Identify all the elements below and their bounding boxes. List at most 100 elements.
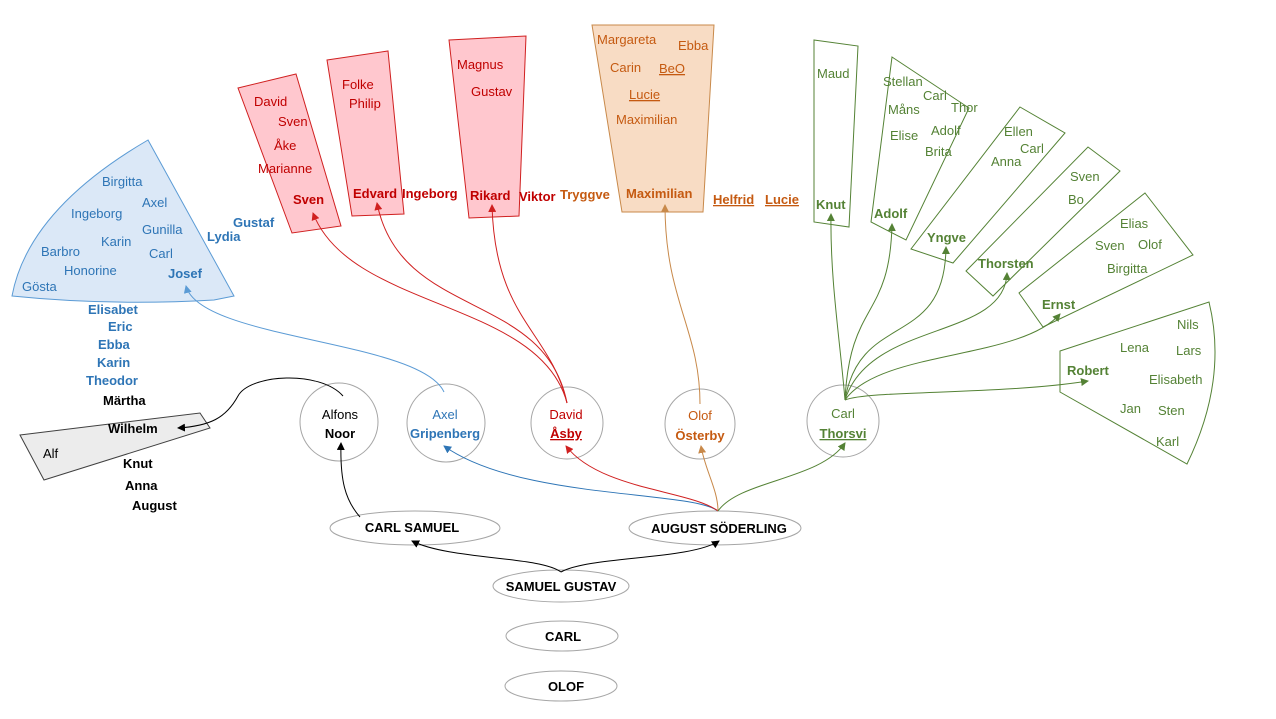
osterby-child-maximilian: Maximilian bbox=[626, 186, 693, 201]
asby-rikard-grandchild-gustav: Gustav bbox=[471, 84, 513, 99]
thorsvi-adolf-box bbox=[870, 56, 970, 241]
gripenberg-grandchild-honorine: Honorine bbox=[64, 263, 117, 278]
gripenberg-circle bbox=[406, 383, 486, 463]
thorsvi-adolf-grandchild-adolf: Adolf bbox=[931, 123, 961, 138]
noor-surname: Noor bbox=[325, 426, 355, 441]
connector-august-to-gripenberg bbox=[443, 445, 719, 512]
osterby-grandchild-carin: Carin bbox=[610, 60, 641, 75]
osterby-grandchild-maximilian: Maximilian bbox=[616, 112, 677, 127]
thorsvi-child-yngve: Yngve bbox=[927, 230, 966, 245]
thorsvi-robert-grandchild-elisabeth: Elisabeth bbox=[1149, 372, 1202, 387]
asby-edvard-box bbox=[326, 50, 405, 217]
thorsvi-robert-box bbox=[1059, 301, 1216, 465]
osterby-grandchild-ebba: Ebba bbox=[678, 38, 709, 53]
thorsvi-ernst-grandchild-elias: Elias bbox=[1120, 216, 1149, 231]
thorsvi-child-robert: Robert bbox=[1067, 363, 1110, 378]
asby-sven-grandchild-sven: Sven bbox=[278, 114, 308, 129]
thorsvi-child-ernst: Ernst bbox=[1042, 297, 1076, 312]
gripenberg-grandchild-carl: Carl bbox=[149, 246, 173, 261]
osterby-surname: Österby bbox=[675, 428, 725, 443]
gripenberg-child-elisabet: Elisabet bbox=[88, 302, 139, 317]
noor-grandchild-box bbox=[19, 412, 211, 481]
ancestor-samuel-gustav-node bbox=[492, 569, 630, 603]
noor-grandchild-alf: Alf bbox=[43, 446, 59, 461]
connector-asby-to-rikard bbox=[488, 204, 568, 404]
connector-osterby-to-maximilian bbox=[661, 204, 701, 405]
thorsvi-child-thorsten: Thorsten bbox=[978, 256, 1034, 271]
asby-child-viktor: Viktor bbox=[519, 189, 556, 204]
ancestor-carl-label: CARL bbox=[545, 629, 581, 644]
asby-edvard-grandchild-folke: Folke bbox=[342, 77, 374, 92]
connector-samuel-to-august bbox=[560, 540, 720, 573]
connector-thorsvi-to-robert bbox=[844, 378, 1089, 401]
thorsvi-adolf-grandchild-brita: Brita bbox=[925, 144, 953, 159]
connector-asby-to-edvard bbox=[374, 202, 568, 404]
noor-child-anna: Anna bbox=[125, 478, 158, 493]
thorsvi-adolf-grandchild-mans: Måns bbox=[888, 102, 920, 117]
thorsvi-child-adolf: Adolf bbox=[874, 206, 908, 221]
gripenberg-child-gustaf: Gustaf bbox=[233, 215, 275, 230]
noor-child-wilhelm: Wilhelm bbox=[108, 421, 158, 436]
connector-thorsvi-to-ernst bbox=[844, 313, 1061, 401]
gripenberg-grandchild-axel: Axel bbox=[142, 195, 167, 210]
thorsvi-first-name: Carl bbox=[831, 406, 855, 421]
osterby-first-name: Olof bbox=[688, 408, 712, 423]
thorsvi-thorsten-box bbox=[965, 146, 1121, 297]
asby-circle bbox=[530, 386, 604, 460]
connector-august-to-osterby bbox=[698, 445, 719, 512]
noor-circle bbox=[299, 382, 379, 462]
thorsvi-robert-grandchild-lena: Lena bbox=[1120, 340, 1150, 355]
gripenberg-grandchild-ingeborg: Ingeborg bbox=[71, 206, 122, 221]
thorsvi-robert-grandchild-nils: Nils bbox=[1177, 317, 1199, 332]
connector-thorsvi-to-adolf bbox=[844, 223, 896, 401]
connector-thorsvi-to-yngve bbox=[844, 246, 950, 401]
thorsvi-ernst-grandchild-sven: Sven bbox=[1095, 238, 1125, 253]
gripenberg-grandchild-barbro: Barbro bbox=[41, 244, 80, 259]
asby-edvard-grandchild-philip: Philip bbox=[349, 96, 381, 111]
osterby-grandchild-lucie: Lucie bbox=[629, 87, 660, 102]
osterby-grandchild-beo: BeO bbox=[659, 61, 685, 76]
gripenberg-child-ebba: Ebba bbox=[98, 337, 131, 352]
connector-gripenberg-to-josef bbox=[183, 285, 445, 393]
osterby-grandchild-margareta: Margareta bbox=[597, 32, 657, 47]
asby-child-ingeborg: Ingeborg bbox=[402, 186, 458, 201]
thorsvi-yngve-grandchild-ellen: Ellen bbox=[1004, 124, 1033, 139]
gripenberg-child-josef: Josef bbox=[168, 266, 203, 281]
thorsvi-adolf-grandchild-carl: Carl bbox=[923, 88, 947, 103]
thorsvi-ernst-grandchild-birgitta: Birgitta bbox=[1107, 261, 1148, 276]
ancestor-olof-node bbox=[504, 670, 618, 702]
asby-child-edvard: Edvard bbox=[353, 186, 397, 201]
osterby-maximilian-box bbox=[591, 24, 715, 213]
thorsvi-robert-grandchild-sten: Sten bbox=[1158, 403, 1185, 418]
ancestor-carl-node bbox=[505, 620, 619, 652]
asby-sven-grandchild-david: David bbox=[254, 94, 287, 109]
gripenberg-grandchild-birgitta: Birgitta bbox=[102, 174, 143, 189]
ancestor-samuel-gustav-label: SAMUEL GUSTAV bbox=[506, 579, 617, 594]
noor-child-knut: Knut bbox=[123, 456, 153, 471]
osterby-child-helfrid: Helfrid bbox=[713, 192, 754, 207]
asby-sven-grandchild-marianne: Marianne bbox=[258, 161, 312, 176]
gripenberg-child-theodor: Theodor bbox=[86, 373, 138, 388]
thorsvi-thorsten-grandchild-sven: Sven bbox=[1070, 169, 1100, 184]
thorsvi-yngve-grandchild-carl: Carl bbox=[1020, 141, 1044, 156]
gripenberg-child-lydia: Lydia bbox=[207, 229, 241, 244]
asby-child-rikard: Rikard bbox=[470, 188, 511, 203]
connector-thorsvi-to-knut bbox=[826, 213, 846, 401]
thorsvi-robert-grandchild-karl: Karl bbox=[1156, 434, 1179, 449]
child-august-soderling-label: AUGUST SÖDERLING bbox=[651, 521, 787, 536]
asby-child-sven: Sven bbox=[293, 192, 324, 207]
thorsvi-child-knut: Knut bbox=[816, 197, 846, 212]
thorsvi-thorsten-grandchild-bo: Bo bbox=[1068, 192, 1084, 207]
thorsvi-ernst-grandchild-olof: Olof bbox=[1138, 237, 1162, 252]
noor-first-name: Alfons bbox=[322, 407, 359, 422]
connector-noor-to-wilhelm bbox=[177, 377, 344, 432]
asby-rikard-grandchild-magnus: Magnus bbox=[457, 57, 504, 72]
thorsvi-circle bbox=[806, 384, 880, 458]
thorsvi-adolf-grandchild-elise: Elise bbox=[890, 128, 918, 143]
osterby-child-lucie: Lucie bbox=[765, 192, 799, 207]
gripenberg-grandchild-karin: Karin bbox=[101, 234, 131, 249]
connector-august-to-asby bbox=[565, 445, 719, 512]
asby-sven-box bbox=[237, 73, 342, 234]
child-carl-samuel-label: CARL SAMUEL bbox=[365, 520, 459, 535]
gripenberg-child-karin: Karin bbox=[97, 355, 130, 370]
